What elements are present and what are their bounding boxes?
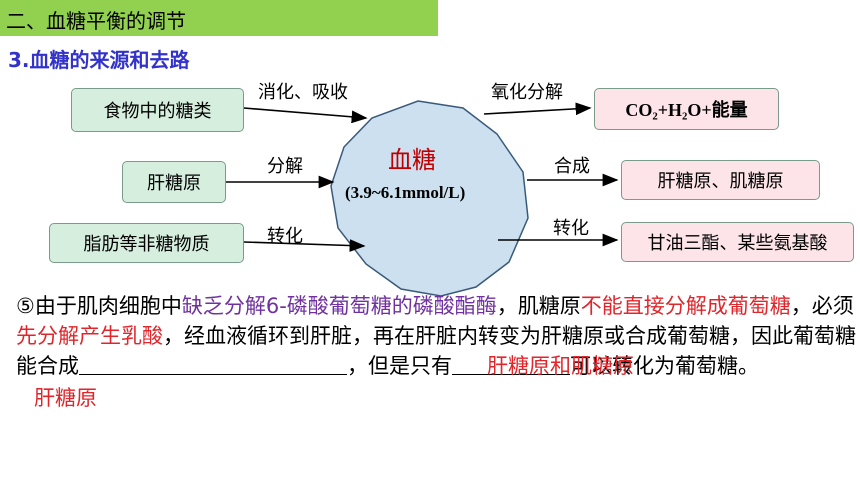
- arrow-label-oxidation: 氧化分解: [491, 82, 563, 103]
- center-title: 血糖: [388, 146, 436, 174]
- arrow-food: [243, 107, 368, 124]
- arrow-label-synthesis: 合成: [554, 156, 590, 177]
- para-text-1: ⑤由于肌肉细胞中: [16, 294, 182, 318]
- para-text-5: ，但是只有: [347, 354, 452, 378]
- para-highlight-lactic-acid: 先分解产生乳酸: [16, 324, 163, 348]
- arrow-oxidation: [483, 102, 592, 116]
- arrow-label-digestion: 消化、吸收: [258, 82, 348, 103]
- para-text-6: 可以转化为葡萄糖。: [570, 354, 759, 378]
- sink-box-oxidation: CO₂+H₂O+能量: [594, 88, 779, 130]
- section-header-bar: 二、血糖平衡的调节: [0, 0, 438, 36]
- para-highlight-cannot-decompose: 不能直接分解成葡萄糖: [580, 294, 791, 318]
- source-label-food: 食物中的糖类: [103, 101, 212, 122]
- sink-label-glycogen: 肝糖原、肌糖原: [657, 171, 784, 192]
- explanation-paragraph: ⑤由于肌肉细胞中缺乏分解6-磷酸葡萄糖的磷酸酯酶，肌糖原不能直接分解成葡萄糖，必…: [16, 291, 856, 381]
- source-box-food: 食物中的糖类: [71, 88, 244, 132]
- para-text-2: ，肌糖原: [496, 294, 581, 318]
- sink-label-oxidation: CO₂+H₂O+能量: [625, 100, 748, 120]
- sink-label-conversion: 甘油三酯、某些氨基酸: [647, 233, 828, 254]
- subtitle: 3.血糖的来源和去路: [8, 48, 190, 72]
- para-highlight-enzyme: 缺乏分解6-磷酸葡萄糖的磷酸酯酶: [181, 294, 497, 318]
- source-box-liver-glycogen: 肝糖原: [122, 161, 226, 203]
- arrow-label-convert-in: 转化: [267, 226, 303, 247]
- center-value: (3.9~6.1mmol/L): [345, 183, 466, 202]
- para-text-4: ，经血液循环到肝脏，再在肝脏内转变为肝糖原或合成葡萄糖，因此葡萄糖能合成: [16, 324, 856, 378]
- arrow-label-decompose: 分解: [267, 156, 303, 177]
- answer-text-1: 肝糖原和肌糖原: [487, 354, 634, 378]
- arrow-label-convert-out: 转化: [553, 218, 589, 239]
- answer-text-2: 肝糖原: [34, 386, 97, 410]
- arrow-fat: [243, 239, 366, 252]
- source-label-fat: 脂肪等非糖物质: [83, 234, 210, 255]
- source-label-liver-glycogen: 肝糖原: [147, 173, 201, 194]
- sink-box-conversion: 甘油三酯、某些氨基酸: [621, 222, 854, 262]
- section-title: 二、血糖平衡的调节: [6, 9, 186, 33]
- sink-box-glycogen: 肝糖原、肌糖原: [621, 160, 820, 200]
- blood-sugar-polygon: [330, 100, 529, 297]
- source-box-fat: 脂肪等非糖物质: [49, 223, 244, 263]
- answer-blank-1[interactable]: [79, 354, 347, 375]
- answer-blank-2[interactable]: [452, 354, 570, 375]
- para-text-3: ，必须: [790, 294, 854, 318]
